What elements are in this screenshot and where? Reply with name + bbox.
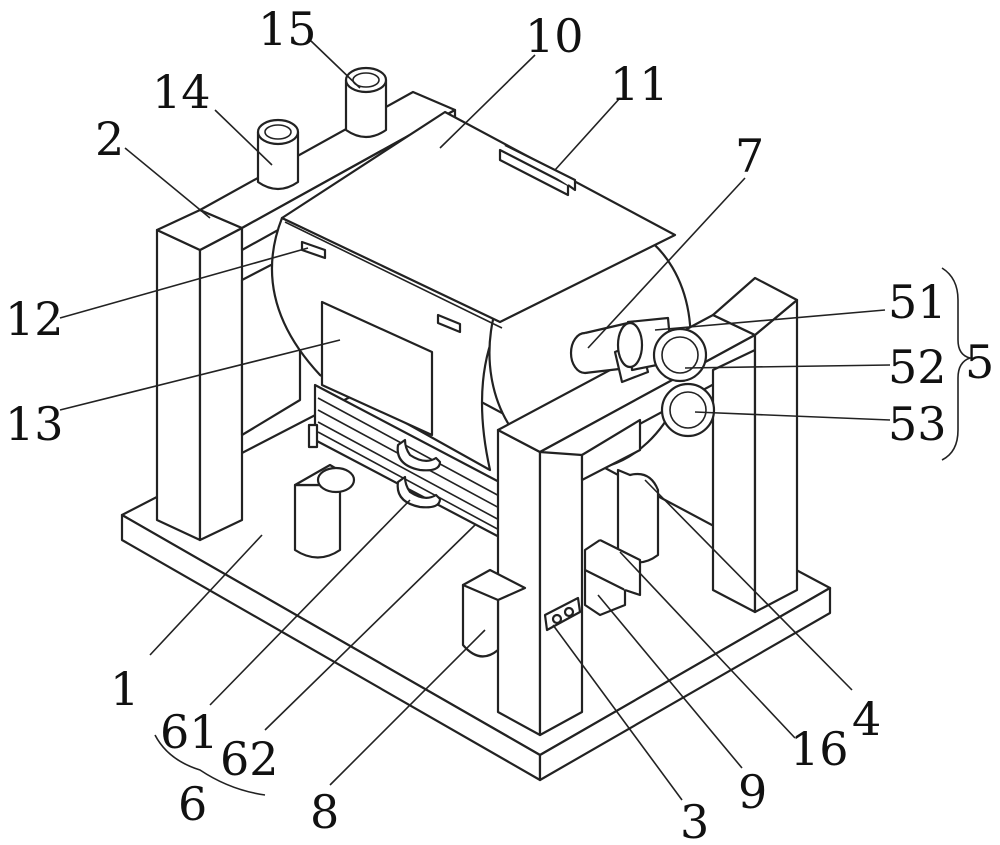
label-51: 51: [888, 275, 947, 329]
label-8: 8: [310, 785, 339, 839]
label-1: 1: [110, 662, 139, 716]
curved-bracket: [396, 438, 442, 509]
label-53: 53: [888, 397, 947, 451]
label-6: 6: [178, 777, 207, 831]
gear-53: [660, 382, 716, 438]
label-5: 5: [965, 335, 994, 389]
collection-tray: [583, 539, 642, 617]
label-61: 61: [160, 705, 219, 759]
label-62: 62: [220, 732, 279, 786]
group-5-brace: [941, 267, 973, 461]
label-4: 4: [852, 692, 881, 746]
label-13: 13: [5, 397, 64, 451]
label-16: 16: [790, 722, 849, 776]
label-11: 11: [610, 57, 669, 111]
inlet-pipe-14: [256, 118, 300, 191]
label-52: 52: [888, 340, 947, 394]
label-7: 7: [735, 129, 764, 183]
label-10: 10: [525, 9, 584, 63]
label-14: 14: [152, 65, 211, 119]
gear-52: [652, 327, 708, 383]
discharge-pipe-right: [616, 468, 660, 564]
leader-lines: [59, 39, 891, 801]
callout-labels: 1 2 3 4 5 51 52 53 6 61 62 7 8 9 10 11 1…: [5, 2, 994, 845]
motor-box: [461, 568, 527, 658]
discharge-pipe-left: [293, 463, 356, 559]
label-15: 15: [258, 2, 317, 56]
inlet-pipe-15: [344, 66, 388, 139]
label-9: 9: [738, 765, 767, 819]
label-3: 3: [680, 795, 709, 845]
base-plate: [120, 363, 832, 782]
label-2: 2: [95, 112, 124, 166]
control-switch: [543, 596, 582, 632]
label-12: 12: [5, 292, 64, 346]
group-6-brace: [154, 734, 266, 796]
